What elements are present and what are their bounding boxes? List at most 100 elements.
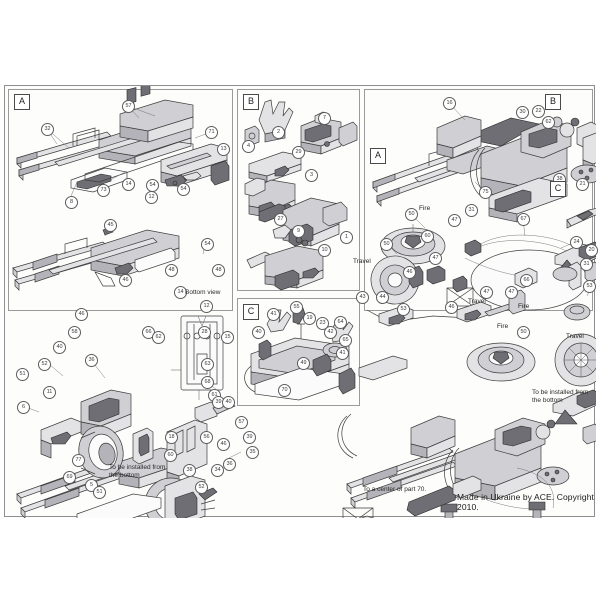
part-callout-19: 19 (303, 312, 316, 325)
part-callout-40: 40 (53, 341, 66, 354)
part-callout-22: 22 (532, 105, 545, 118)
part-callout-41: 41 (336, 347, 349, 360)
section-letter-b-right: B (545, 94, 561, 110)
label-travel-1: Travel (353, 258, 371, 265)
part-callout-16: 16 (443, 97, 456, 110)
part-callout-66: 66 (520, 274, 533, 287)
part-callout-46: 46 (445, 301, 458, 314)
part-callout-52: 52 (195, 481, 208, 494)
part-callout-54: 54 (146, 179, 159, 192)
part-callout-58: 58 (68, 326, 81, 339)
part-callout-45: 45 (104, 219, 117, 232)
part-callout-24: 24 (570, 236, 583, 249)
part-callout-30: 30 (516, 106, 529, 119)
part-callout-68: 68 (201, 376, 214, 389)
label-travel-3: Travel (566, 333, 584, 340)
part-callout-50: 50 (380, 238, 393, 251)
part-callout-10: 10 (318, 244, 331, 257)
panel-b-mid (237, 89, 360, 291)
note-installed-from-bottom-left: To be installed from the bottom (109, 464, 166, 479)
part-callout-36: 36 (223, 458, 236, 471)
section-letter-b-mid: B (243, 94, 259, 110)
part-callout-50: 50 (517, 326, 530, 339)
part-callout-65: 65 (339, 334, 352, 347)
copyright-credit: Made in Ukraine by ACE. Copyright 2010. (457, 492, 595, 512)
part-callout-9: 9 (292, 225, 305, 238)
label-fire-2: Fire (518, 303, 530, 310)
part-callout-29: 29 (292, 146, 305, 159)
part-callout-51: 51 (93, 486, 106, 499)
part-callout-40: 40 (252, 326, 265, 339)
note-center-part-70: To a center of part 70. (363, 486, 427, 493)
label-fire-1: Fire (419, 205, 431, 212)
part-callout-32: 32 (41, 123, 54, 136)
note-bottom-view: Bottom view (185, 289, 221, 296)
part-callout-7: 7 (318, 112, 331, 125)
part-callout-53: 53 (397, 303, 410, 316)
note-installed-from-bottom-right: To be installed from the bottom (532, 389, 589, 404)
part-callout-63: 63 (201, 358, 214, 371)
part-callout-62: 62 (152, 331, 165, 344)
part-callout-38: 38 (183, 464, 196, 477)
part-callout-57: 57 (235, 416, 248, 429)
part-callout-56: 56 (200, 431, 213, 444)
part-callout-2: 2 (272, 126, 285, 139)
part-callout-21: 21 (576, 178, 589, 191)
part-callout-53: 53 (583, 280, 596, 293)
part-callout-18: 18 (165, 431, 178, 444)
part-callout-12: 12 (200, 300, 213, 313)
part-callout-46: 46 (403, 266, 416, 279)
panel-c-mid (237, 298, 360, 406)
part-callout-12: 12 (145, 191, 158, 204)
part-callout-27: 27 (274, 213, 287, 226)
part-callout-43: 43 (356, 291, 369, 304)
part-callout-1: 1 (340, 231, 353, 244)
part-callout-73: 73 (97, 184, 110, 197)
part-callout-4: 4 (242, 140, 255, 153)
part-callout-46: 46 (75, 308, 88, 321)
part-callout-46: 46 (119, 274, 132, 287)
part-callout-31: 31 (465, 204, 478, 217)
part-callout-47: 47 (505, 286, 518, 299)
part-callout-60: 60 (164, 449, 177, 462)
part-callout-11: 11 (43, 386, 56, 399)
part-callout-48: 48 (212, 264, 225, 277)
part-callout-47: 47 (448, 214, 461, 227)
section-letter-c-right: C (550, 181, 566, 197)
part-callout-6: 6 (17, 401, 30, 414)
part-callout-36: 36 (85, 354, 98, 367)
part-callout-64: 64 (334, 316, 347, 329)
part-callout-41: 41 (267, 308, 280, 321)
section-letter-a-right: A (370, 148, 386, 164)
part-callout-57: 57 (122, 100, 135, 113)
part-callout-62: 62 (542, 116, 555, 129)
part-callout-14: 14 (122, 178, 135, 191)
part-callout-60: 60 (421, 230, 434, 243)
part-callout-67: 67 (517, 213, 530, 226)
part-callout-55: 55 (290, 301, 303, 314)
part-callout-3: 3 (305, 169, 318, 182)
part-callout-77: 77 (72, 454, 85, 467)
part-callout-44: 44 (376, 291, 389, 304)
part-callout-71: 71 (205, 126, 218, 139)
part-callout-15: 15 (221, 331, 234, 344)
part-callout-66: 66 (142, 326, 155, 339)
part-callout-40: 40 (222, 396, 235, 409)
assembly-artwork (5, 86, 596, 518)
part-callout-48: 48 (165, 264, 178, 277)
part-callout-54: 54 (177, 183, 190, 196)
part-callout-50: 50 (405, 208, 418, 221)
label-fire-3: Fire (497, 323, 509, 330)
panel-a-left (8, 89, 233, 311)
part-callout-42: 42 (324, 326, 337, 339)
label-travel-2: Travel (468, 298, 486, 305)
part-callout-70: 70 (278, 384, 291, 397)
part-callout-52: 52 (38, 358, 51, 371)
part-callout-13: 13 (217, 143, 230, 156)
part-callout-14: 14 (174, 286, 187, 299)
part-callout-75: 75 (479, 186, 492, 199)
section-letter-a-left: A (14, 94, 30, 110)
part-callout-8: 8 (65, 196, 78, 209)
part-callout-47: 47 (480, 286, 493, 299)
part-callout-39: 39 (243, 431, 256, 444)
